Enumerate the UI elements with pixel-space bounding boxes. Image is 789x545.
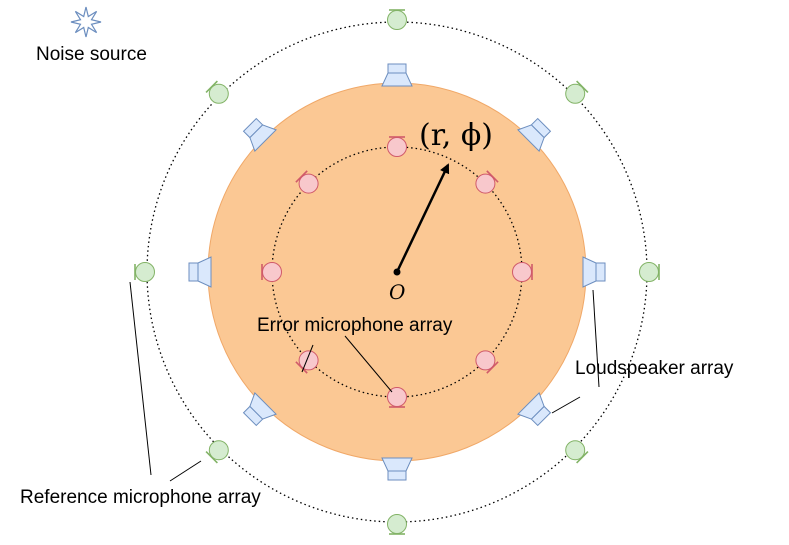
origin-label: O (389, 280, 406, 304)
loudspeaker-array (188, 63, 606, 481)
reference-microphone-icon (205, 80, 229, 104)
loudspeaker-icon (188, 256, 212, 288)
reference-microphone-icon (639, 262, 660, 282)
noise-source-label: Noise source (36, 44, 147, 65)
error-microphone-icon (512, 262, 533, 282)
reference-microphone-array (134, 9, 660, 535)
error-microphone-icon (387, 387, 407, 408)
reference-microphone-icon (134, 262, 155, 282)
point-label: (r, ϕ) (419, 118, 493, 153)
leader-reference-1 (129, 281, 152, 476)
leader-error-2 (344, 335, 393, 393)
reference-microphone-icon (565, 80, 589, 104)
star-burst-icon (70, 6, 102, 38)
loudspeaker-icon (517, 117, 552, 152)
loudspeaker-icon (582, 256, 606, 288)
error-microphone-icon (475, 170, 499, 194)
loudspeaker-icon (381, 63, 413, 87)
reference-microphone-icon (387, 9, 407, 30)
error-microphone-icon (295, 170, 319, 194)
loudspeaker-icon (242, 117, 277, 152)
error-microphone-array (261, 136, 533, 408)
error-microphone-icon (475, 350, 499, 374)
reference-microphone-icon (565, 440, 589, 464)
reference-array-label: Reference microphone array (20, 487, 261, 508)
loudspeaker-icon (381, 457, 413, 481)
loudspeaker-icon (242, 392, 277, 427)
leader-reference-2 (169, 460, 202, 482)
leader-loudspeaker-2 (551, 396, 581, 414)
reference-microphone-icon (387, 514, 407, 535)
radius-arrow (395, 163, 450, 273)
error-microphone-icon (387, 136, 407, 157)
loudspeaker-array-label: Loudspeaker array (575, 358, 734, 379)
reference-microphone-icon (205, 440, 229, 464)
error-array-label: Error microphone array (257, 315, 453, 336)
origin-point (393, 268, 401, 276)
leader-loudspeaker (592, 289, 600, 388)
leader-error-1 (301, 344, 314, 373)
error-microphone-icon (261, 262, 282, 282)
loudspeaker-icon (517, 392, 552, 427)
error-microphone-icon (295, 350, 319, 374)
